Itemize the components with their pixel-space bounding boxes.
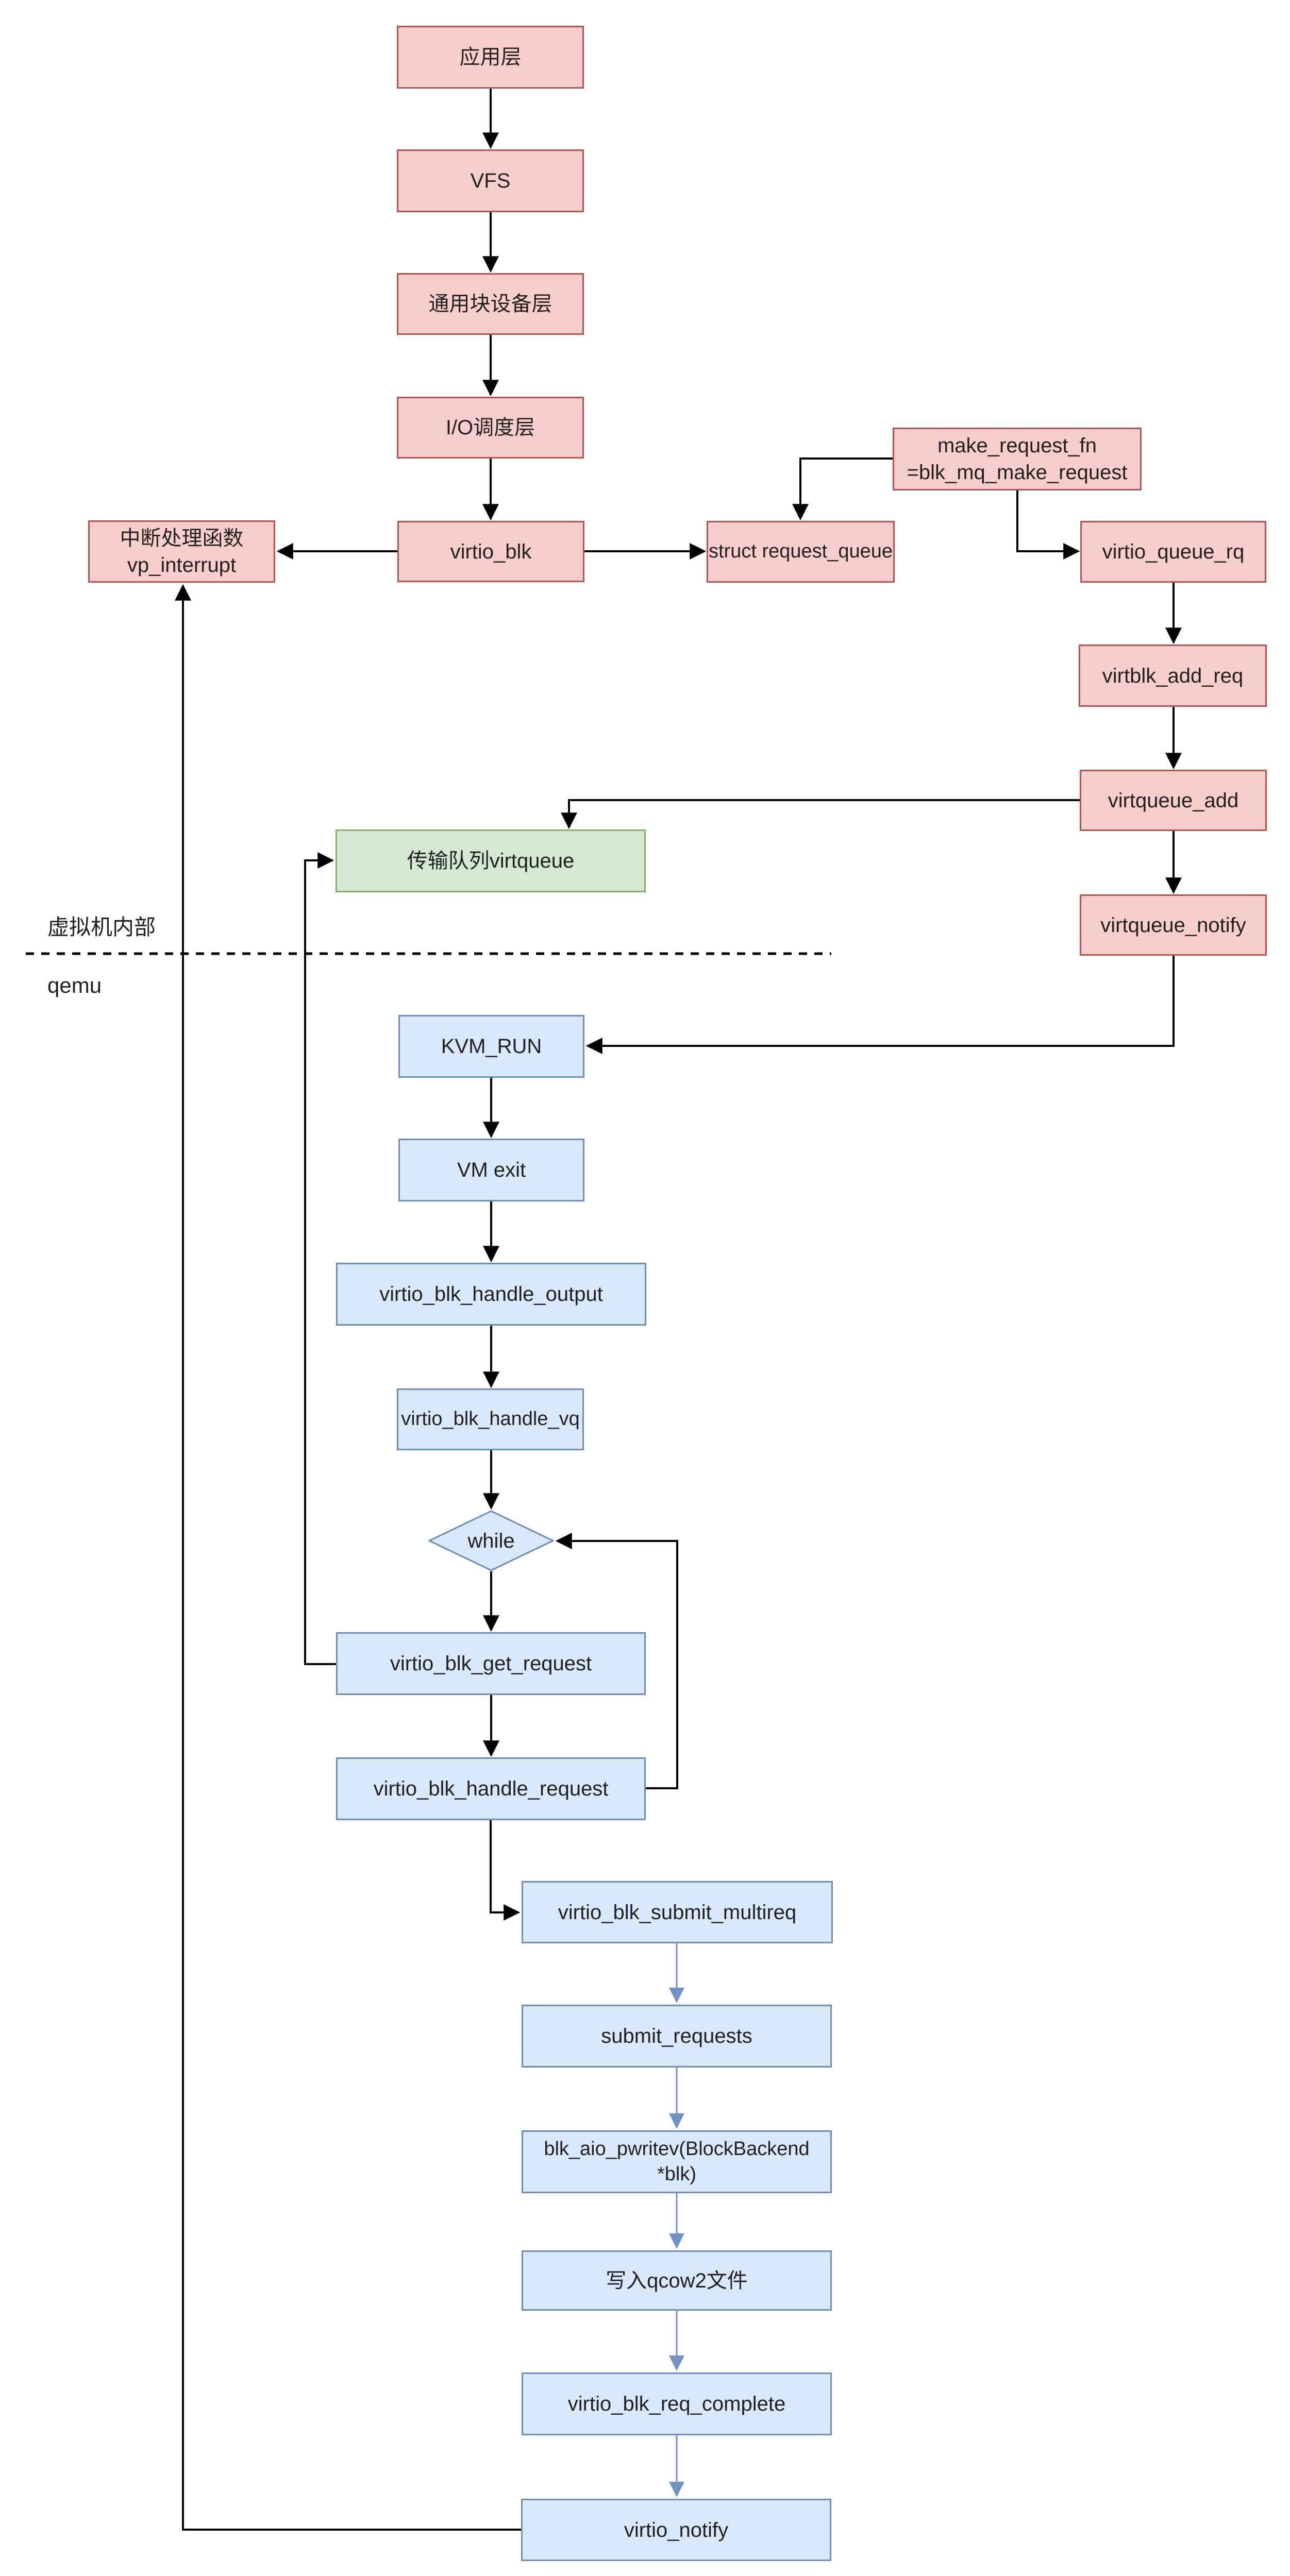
node-virtio-notify-label: virtio_notify [624, 2518, 729, 2541]
node-virtio-blk-submit-multireq-label: virtio_blk_submit_multireq [558, 1901, 797, 1924]
node-vm-exit: VM exit [398, 1139, 584, 1201]
node-virtio-blk-get-request: virtio_blk_get_request [336, 1632, 646, 1695]
node-blk-aio-pwritev-label: blk_aio_pwritev(BlockBackend *blk) [544, 2138, 810, 2185]
label-vm-internal-text: 虚拟机内部 [47, 915, 156, 939]
node-virtblk-add-req: virtblk_add_req [1079, 645, 1267, 707]
node-while: while [428, 1510, 554, 1571]
node-virtqueue-label: 传输队列virtqueue [407, 850, 575, 872]
node-virtqueue-notify: virtqueue_notify [1080, 894, 1267, 956]
node-virtio-blk-handle-vq: virtio_blk_handle_vq [397, 1388, 584, 1450]
edge-handlerequest-submitmultireq [490, 1820, 521, 1921]
node-blk-aio-pwritev: blk_aio_pwritev(BlockBackend *blk) [522, 2130, 832, 2193]
node-submit-requests: submit_requests [522, 2005, 832, 2067]
node-virtio-queue-rq-label: virtio_queue_rq [1102, 540, 1245, 563]
node-vp-interrupt-label: 中断处理函数 vp_interrupt [120, 527, 244, 577]
node-write-qcow2: 写入qcow2文件 [522, 2250, 832, 2311]
node-virtqueue: 传输队列virtqueue [336, 829, 646, 892]
node-make-request-fn-label: make_request_fn =blk_mq_make_request [907, 434, 1128, 484]
node-virtio-blk-submit-multireq: virtio_blk_submit_multireq [522, 1881, 833, 1943]
edge-virtqueueadd-virtqueue [561, 799, 1080, 829]
node-kvm-run: KVM_RUN [398, 1015, 584, 1078]
edge-makerequestfn-requestqueue [792, 457, 893, 521]
node-while-label: while [467, 1529, 515, 1552]
node-virtio-blk-handle-request-label: virtio_blk_handle_request [373, 1777, 609, 1800]
node-generic-block-layer: 通用块设备层 [397, 273, 584, 335]
node-submit-requests-label: submit_requests [601, 2025, 752, 2047]
node-vp-interrupt: 中断处理函数 vp_interrupt [88, 520, 275, 583]
node-virtio-blk: virtio_blk [397, 521, 584, 582]
edge-getrequest-virtqueue [304, 852, 336, 1665]
node-virtio-blk-handle-request: virtio_blk_handle_request [336, 1757, 646, 1820]
node-virtblk-add-req-label: virtblk_add_req [1102, 664, 1244, 687]
node-vm-exit-label: VM exit [457, 1159, 526, 1181]
node-generic-block-layer-label: 通用块设备层 [428, 293, 552, 315]
node-virtio-blk-req-complete-label: virtio_blk_req_complete [567, 2393, 786, 2415]
node-make-request-fn: make_request_fn =blk_mq_make_request [893, 428, 1142, 490]
label-vm-internal: 虚拟机内部 [47, 910, 156, 941]
label-qemu-text: qemu [47, 973, 102, 997]
node-virtqueue-notify-label: virtqueue_notify [1100, 913, 1246, 937]
edge-handlerequest-while-loop [555, 1533, 678, 1789]
node-app-layer: 应用层 [397, 26, 584, 89]
node-virtqueue-add-label: virtqueue_add [1108, 789, 1239, 812]
node-io-scheduler-layer-label: I/O调度层 [445, 416, 535, 439]
node-virtio-queue-rq: virtio_queue_rq [1080, 521, 1266, 583]
node-virtio-blk-handle-output-label: virtio_blk_handle_output [379, 1283, 603, 1306]
label-qemu: qemu [47, 973, 102, 998]
node-virtio-blk-label: virtio_blk [450, 540, 532, 563]
edge-virtionotify-vpinterrupt [175, 584, 521, 2531]
node-struct-request-queue-label: struct request_queue [708, 540, 893, 563]
node-virtio-notify: virtio_notify [521, 2499, 831, 2561]
edge-makerequestfn-virtioqueuerq [1016, 490, 1080, 560]
node-write-qcow2-label: 写入qcow2文件 [606, 2269, 748, 2292]
node-virtio-blk-req-complete: virtio_blk_req_complete [522, 2372, 832, 2435]
node-kvm-run-label: KVM_RUN [441, 1035, 542, 1058]
node-app-layer-label: 应用层 [459, 46, 522, 69]
node-virtio-blk-handle-output: virtio_blk_handle_output [336, 1263, 646, 1326]
node-vfs: VFS [397, 149, 584, 212]
node-virtqueue-add: virtqueue_add [1080, 770, 1267, 831]
node-struct-request-queue: struct request_queue [707, 521, 895, 583]
edge-virtqueuenotify-kvmrun [585, 956, 1175, 1054]
node-io-scheduler-layer: I/O调度层 [397, 397, 584, 459]
node-virtio-blk-get-request-label: virtio_blk_get_request [390, 1652, 592, 1675]
while-diamond-shape [428, 1510, 554, 1571]
node-vfs-label: VFS [470, 170, 511, 192]
node-virtio-blk-handle-vq-label: virtio_blk_handle_vq [401, 1408, 580, 1430]
